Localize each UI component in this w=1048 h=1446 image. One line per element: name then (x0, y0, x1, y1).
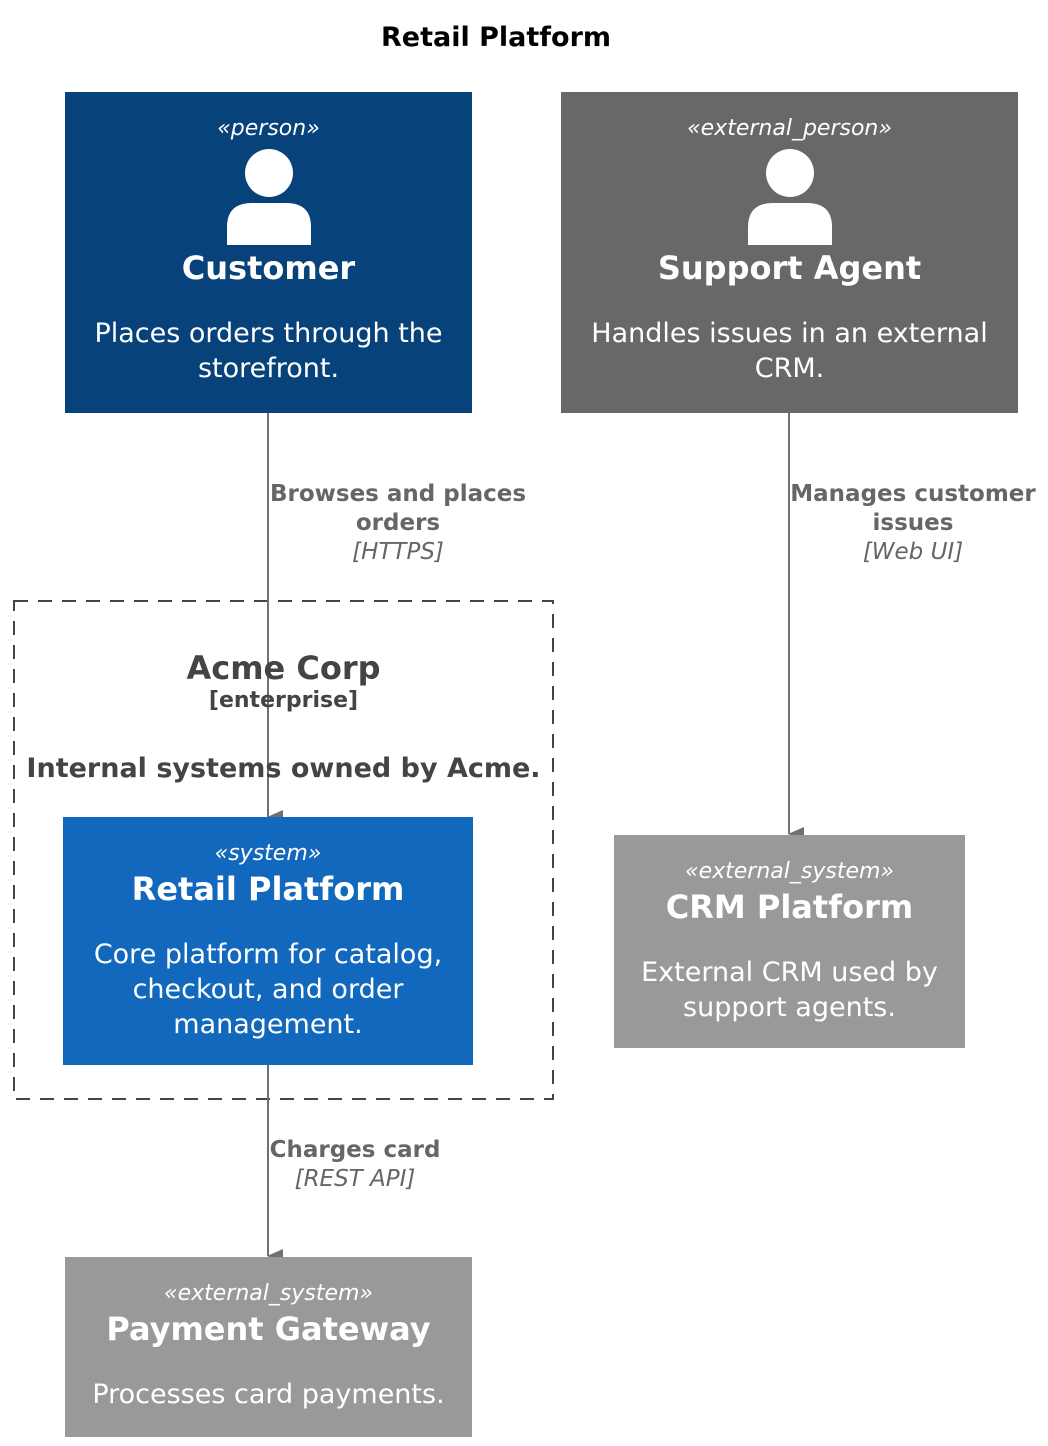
retail-platform-description: Core platform for catalog, checkout, and… (63, 937, 473, 1042)
customer-description-line: storefront. (197, 353, 340, 384)
crm-platform-description-line: support agents. (683, 992, 896, 1023)
retail-platform-stereotype: «system» (214, 841, 322, 866)
crm-platform-stereotype: «external_system» (685, 859, 894, 884)
customer-name: Customer (181, 249, 356, 287)
crm-platform-description-line: External CRM used by (641, 957, 938, 988)
edge-label-text: Charges card (269, 1137, 441, 1163)
edge-label-retail-payment: Charges card [REST API] (240, 1136, 470, 1194)
crm-platform-name: CRM Platform (665, 888, 914, 926)
boundary-name: Acme Corp (186, 649, 381, 687)
crm-platform-description: External CRM used by support agents. (614, 955, 965, 1025)
edge-technology: [HTTPS] (352, 539, 444, 565)
support-agent-stereotype: «external_person» (687, 116, 892, 141)
customer-node: «person» Customer Places orders through … (65, 92, 472, 413)
payment-gateway-node: «external_system» Payment Gateway Proces… (65, 1257, 472, 1437)
edge-technology: [REST API] (294, 1166, 416, 1192)
support-agent-description-line: CRM. (754, 353, 825, 384)
retail-platform-description-line: checkout, and order (132, 974, 404, 1005)
crm-platform-node: «external_system» CRM Platform External … (614, 835, 965, 1048)
retail-platform-description-line: Core platform for catalog, (93, 939, 443, 970)
customer-description-line: Places orders through the (94, 318, 443, 349)
retail-platform-name: Retail Platform (131, 870, 405, 908)
edge-label-customer-retail: Browses and places orders [HTTPS] (248, 480, 548, 567)
retail-platform-node: «system» Retail Platform Core platform f… (63, 817, 473, 1065)
support-agent-description: Handles issues in an external CRM. (561, 316, 1018, 386)
person-icon (226, 149, 311, 245)
payment-gateway-name: Payment Gateway (106, 1310, 431, 1348)
customer-stereotype: «person» (217, 116, 320, 141)
edge-label-text: Manages customer (790, 481, 1036, 507)
boundary-header: Acme Corp [enterprise] Internal systems … (14, 648, 553, 786)
payment-gateway-stereotype: «external_system» (164, 1281, 373, 1306)
edge-technology: [Web UI] (862, 539, 964, 565)
support-agent-description-line: Handles issues in an external (591, 318, 988, 349)
support-agent-node: «external_person» Support Agent Handles … (561, 92, 1018, 413)
edge-label-text: issues (872, 510, 954, 536)
edge-label-text: Browses and places (269, 481, 527, 507)
edge-label-agent-crm: Manages customer issues [Web UI] (768, 480, 1048, 567)
support-agent-name: Support Agent (657, 249, 922, 287)
payment-gateway-description-line: Processes card payments. (92, 1379, 445, 1410)
boundary-description: Internal systems owned by Acme. (26, 753, 541, 784)
boundary-type: [enterprise] (208, 688, 359, 713)
diagram-title: Retail Platform (380, 22, 612, 53)
payment-gateway-description: Processes card payments. (65, 1377, 472, 1412)
person-icon (747, 149, 832, 245)
acme-corp-boundary (13, 600, 554, 1100)
retail-platform-description-line: management. (173, 1009, 363, 1040)
edge-label-text: orders (355, 510, 441, 536)
customer-description: Places orders through the storefront. (65, 316, 472, 386)
